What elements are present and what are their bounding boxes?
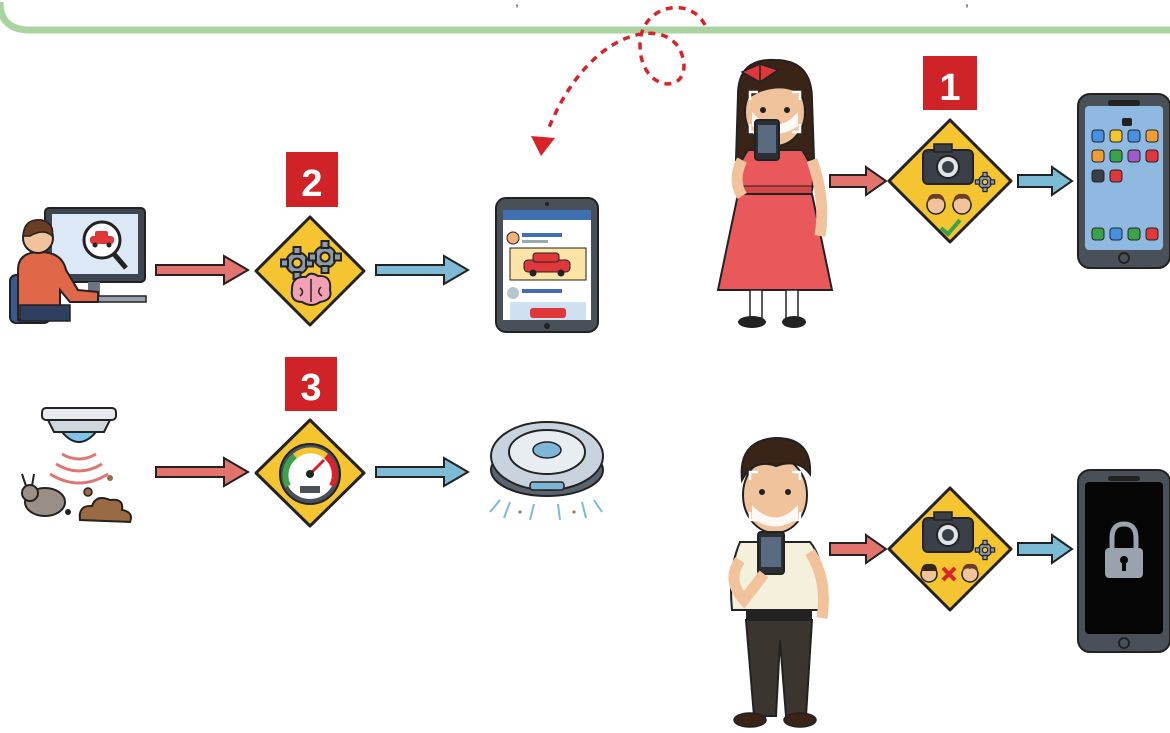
arrow-blue-row1	[1018, 167, 1072, 195]
arrow-blue-row2	[376, 256, 468, 284]
arrow-red-row2	[156, 256, 248, 284]
locked-smartphone-padlock-icon	[1078, 470, 1170, 652]
tablet-car-ads-feed-icon	[496, 198, 598, 332]
badge-2-text: 2	[301, 163, 322, 205]
person-at-computer-searching-car-icon	[10, 208, 146, 323]
unlocked-smartphone-home-screen-icon	[1078, 94, 1170, 268]
girl-holding-phone-face-scan-icon	[718, 60, 832, 328]
badge-1-text: 1	[939, 67, 960, 109]
camera-face-mismatch-cross-icon	[889, 488, 1011, 610]
robot-vacuum-icon	[490, 422, 603, 520]
arrow-blue-row3	[376, 458, 468, 486]
gears-and-brain-icon	[256, 217, 364, 325]
boy-holding-phone-face-scan-icon	[731, 438, 824, 727]
ceiling-sensor-detecting-dust-and-pet-icon	[22, 408, 131, 522]
arrow-red-row3	[156, 458, 248, 486]
camera-face-match-check-icon	[889, 120, 1011, 242]
arrow-red-row1	[830, 167, 886, 195]
svg-text:,: ,	[965, 0, 969, 9]
arrow-red-row4	[830, 535, 886, 563]
svg-text:,: ,	[515, 0, 519, 9]
speedometer-gauge-icon	[256, 420, 364, 526]
arrow-blue-row4	[1018, 535, 1072, 563]
top-frame: , ,	[0, 0, 1170, 30]
badge-3-text: 3	[300, 367, 321, 409]
